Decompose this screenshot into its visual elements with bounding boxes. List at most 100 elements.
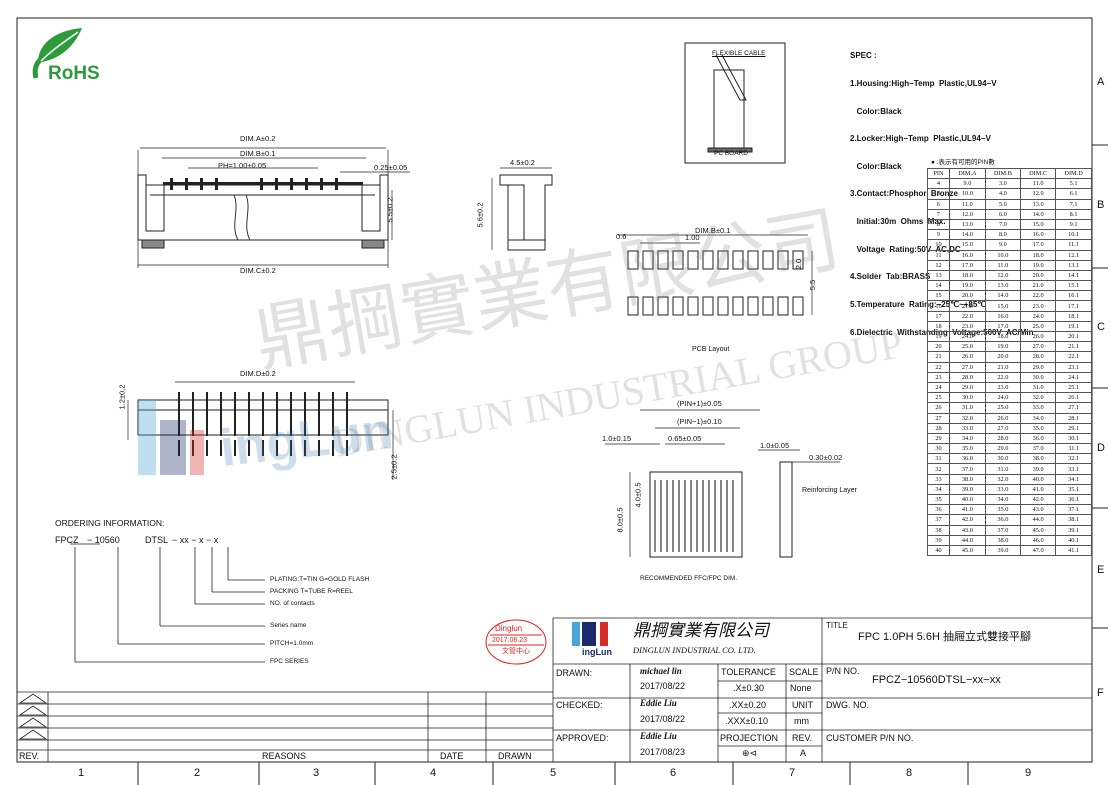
grid-col-label: 3	[313, 767, 320, 779]
pin-table-cell: 13.1	[1055, 259, 1092, 271]
pin-table-cell: 15.0	[1019, 218, 1057, 231]
pin-table-cell: 8.0	[984, 229, 1022, 241]
pin-table-cell: 11.0	[1019, 178, 1057, 190]
pin-table-cell: 31.0	[1019, 381, 1057, 394]
pin-table-cell: 40.0	[949, 493, 986, 506]
pin-table-cell: 33	[926, 473, 951, 485]
dim-d-label: DIM.D±0.2	[240, 369, 276, 378]
pin-table-cell: 14.0	[949, 229, 986, 241]
approval-stamp	[485, 619, 547, 665]
pin-table-cell: 27	[926, 412, 951, 424]
pin-table-header-cell: DIM.A	[949, 167, 986, 180]
pin-table-cell: 9	[926, 229, 951, 241]
pin-table-cell: 8.1	[1055, 208, 1092, 220]
recommended-label: RECOMMENDED FFC/FPC DIM.	[640, 575, 738, 582]
pin-table-header-cell: DIM.C	[1019, 167, 1057, 180]
ordering-code-1: FPCZ	[55, 535, 79, 545]
ordering-code-2: − 10560	[87, 535, 120, 545]
pin-table-cell: 42.0	[1019, 493, 1057, 506]
pin-table-cell: 17.0	[1019, 239, 1057, 251]
company-name-en: DINGLUN INDUSTRIAL CO. LTD.	[633, 645, 756, 655]
pin-table-cell: 45.0	[1019, 524, 1057, 536]
pin-table-cell: 34.0	[949, 432, 986, 445]
pin-table-header-cell: DIM.B	[984, 167, 1022, 180]
pcb-100-label: 1.00	[685, 233, 700, 242]
pin-table-cell: 25.0	[984, 402, 1022, 414]
pcb-06-label: 0.6	[616, 232, 627, 241]
pin-table-cell: 18.0	[1019, 249, 1057, 261]
pin-table-cell: 47.0	[1019, 544, 1057, 557]
watermark-logo-mark	[138, 400, 204, 475]
side-height-label: 5.6±0.2	[475, 202, 485, 228]
dim-c-label: DIM.C±0.2	[240, 266, 276, 275]
pin-table-cell: 42.0	[949, 514, 986, 526]
pin-table-cell: 28.0	[949, 371, 986, 383]
height-12-label: 1.2±0.2	[117, 384, 127, 410]
rev-header: REV.	[19, 751, 40, 761]
d-1005-label: 1.0±0.05	[760, 441, 790, 450]
pin-table-cell: 20.0	[1019, 269, 1057, 282]
pin-table-cell: 22.0	[1019, 290, 1057, 302]
drawn-name: michael lin	[640, 666, 682, 676]
pin-minus-label: (PIN−1)±0.10	[677, 417, 722, 426]
stamp-line-2: 2017.08.23	[492, 637, 528, 644]
pin-table-cell: 33.0	[1019, 402, 1057, 414]
tolerance-1: .X±0.30	[733, 683, 764, 693]
pin-table-cell: 27.1	[1055, 402, 1092, 414]
pin-table-cell: 23.0	[984, 381, 1022, 394]
stamp-line-1: Dinglun	[495, 624, 523, 633]
pin-table-cell: 22.1	[1055, 351, 1092, 363]
reasons-header: REASONS	[262, 751, 307, 761]
company-logo-text: ingLun	[582, 647, 612, 657]
pin-table-cell: 10.0	[984, 249, 1022, 261]
pin-table-cell: 18.1	[1055, 310, 1092, 322]
d-1015-label: 1.0±0.15	[602, 434, 632, 443]
pin-table-cell: 30.0	[949, 392, 986, 404]
height-25-label: 2.5±0.2	[389, 454, 399, 480]
pin-table-cell: 21.0	[949, 300, 986, 312]
spec-line: Color:Black	[850, 161, 902, 171]
spec-line: Color:Black	[850, 106, 902, 116]
pn-value: FPCZ−10560DTSL−xx−xx	[872, 674, 1001, 686]
pin-table-cell: 14.0	[1019, 208, 1057, 220]
pin-table-cell: 44.0	[1019, 514, 1057, 526]
pin-table-cell: 32.1	[1055, 453, 1092, 465]
checked-label: CHECKED:	[556, 700, 603, 710]
pin-table-cell: 31.1	[1055, 443, 1092, 455]
pin-plus-label: (PIN+1)±0.05	[677, 399, 722, 408]
spec-line: 4.Solder Tab:BRASS	[850, 272, 931, 282]
pin-table-cell: 33.0	[984, 483, 1022, 496]
pin-table-cell: 44.0	[949, 534, 986, 546]
pin-table-cell: 29.0	[984, 443, 1022, 455]
stamp-line-3: 文管中心	[502, 648, 530, 655]
spec-heading: SPEC :	[850, 51, 877, 61]
pin-table-cell: 6.1	[1055, 188, 1092, 200]
pin-table-cell: 25	[926, 392, 951, 404]
pin-table-cell: 7.1	[1055, 198, 1092, 210]
grid-col-label: 6	[670, 767, 677, 779]
flexible-cable-label: FLEXIBLE CABLE	[712, 50, 766, 57]
pin-table-cell: 36.0	[1019, 432, 1057, 445]
pin-table-cell: 11.0	[949, 198, 986, 210]
pin-table-cell: 35.0	[984, 504, 1022, 516]
pin-table-cell: 6.0	[984, 208, 1022, 220]
pin-table-cell: 29	[926, 432, 951, 445]
pcb-20-label: 2.0	[794, 258, 804, 270]
grid-col-label: 1	[78, 767, 85, 779]
pin-table-header-cell: DIM.D	[1055, 167, 1092, 180]
pin-table-cell: 15.1	[1055, 280, 1092, 292]
drawn-date: 2017/08/22	[640, 681, 686, 691]
